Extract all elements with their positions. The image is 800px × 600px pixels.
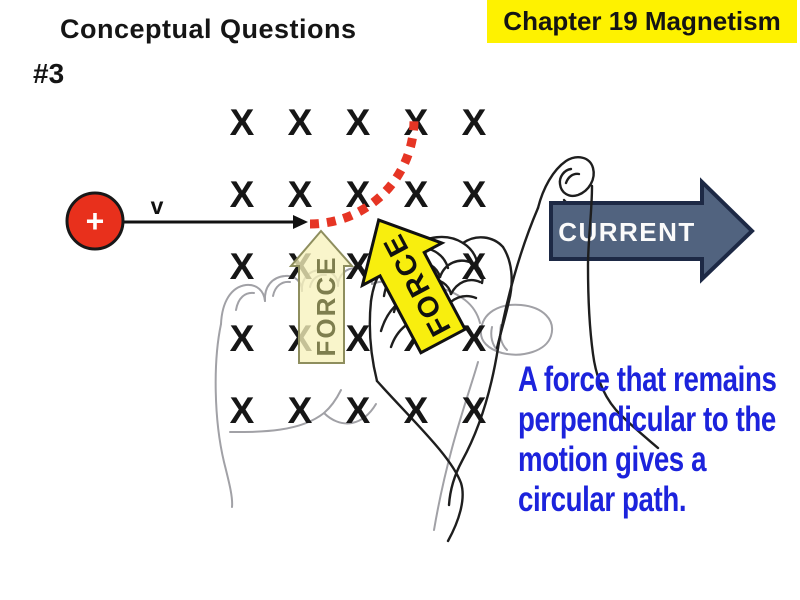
velocity-arrowhead <box>293 215 308 229</box>
left-hand-drawing <box>214 266 554 531</box>
field-x-mark: X <box>346 390 371 431</box>
field-x-mark: X <box>462 174 487 215</box>
velocity-label: v <box>151 193 164 219</box>
field-x-mark: X <box>230 174 255 215</box>
caption-line: circular path. <box>518 480 687 519</box>
hand-wrist-line <box>586 184 660 450</box>
positive-charge: + <box>65 191 125 251</box>
force-label-vertical: FORCE <box>311 256 341 357</box>
magnetic-field-grid: XXXXXXXXXXXXXXXXXXXXXXXXX <box>230 102 487 431</box>
caption-line: perpendicular to the <box>518 400 776 439</box>
field-x-mark: X <box>288 390 313 431</box>
chapter-badge: Chapter 19 Magnetism <box>487 0 797 43</box>
circular-path-dotted <box>309 119 419 229</box>
page-title: Conceptual Questions <box>60 14 357 44</box>
caption-text: A force that remains perpendicular to th… <box>518 360 800 520</box>
field-x-mark: X <box>462 102 487 143</box>
field-x-mark: X <box>230 102 255 143</box>
field-x-mark: X <box>288 102 313 143</box>
caption-line: A force that remains <box>518 360 777 399</box>
force-arrow-vertical: FORCE <box>288 229 355 364</box>
field-x-mark: X <box>462 390 487 431</box>
field-x-mark: X <box>346 318 371 359</box>
field-x-mark: X <box>404 390 429 431</box>
field-x-mark: X <box>288 174 313 215</box>
charge-plus-sign: + <box>86 203 105 239</box>
field-x-mark: X <box>462 318 487 359</box>
current-label: CURRENT <box>558 217 696 247</box>
field-x-mark: X <box>462 246 487 287</box>
velocity-arrow: v <box>124 193 308 229</box>
question-number: #3 <box>33 58 65 89</box>
field-x-mark: X <box>346 102 371 143</box>
field-x-mark: X <box>404 174 429 215</box>
field-x-mark: X <box>230 390 255 431</box>
field-x-mark: X <box>230 318 255 359</box>
caption-line: motion gives a <box>518 440 707 479</box>
field-x-mark: X <box>230 246 255 287</box>
current-arrow: CURRENT <box>549 177 755 284</box>
